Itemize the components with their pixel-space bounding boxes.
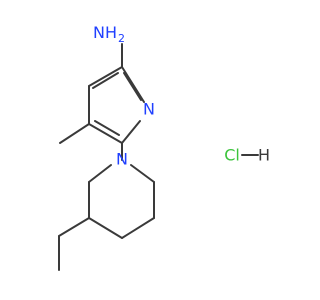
bond-piperidine-c6-n	[130, 164, 155, 183]
piperidine-nitrogen-label: N	[116, 150, 128, 169]
bond-piperidine-c4-c5	[121, 217, 155, 239]
pyridine-nitrogen-label: N	[143, 100, 155, 119]
double-bond-c5-c6	[94, 120, 120, 136]
molecule-drawing: NH2 N N Cl H	[58, 23, 270, 271]
bond-piperidine-c3-c4	[88, 217, 123, 239]
hydrogen-label: H	[258, 146, 270, 165]
double-bond-n1-c2	[123, 72, 142, 101]
bond-n1-c2	[121, 66, 145, 103]
bond-ethyl-c1	[58, 217, 90, 237]
amine-label: NH2	[93, 23, 125, 46]
bond-c5-c6	[88, 123, 123, 144]
bond-c3-c4	[88, 66, 123, 87]
chlorine-label: Cl	[224, 146, 240, 165]
bond-c6-n1	[121, 120, 141, 144]
double-bond-c3-c4	[92, 72, 119, 89]
bond-methyl	[59, 123, 90, 144]
bond-piperidine-n-c2	[88, 164, 112, 183]
chemical-structure-canvas: NH2 N N Cl H	[58, 22, 271, 271]
